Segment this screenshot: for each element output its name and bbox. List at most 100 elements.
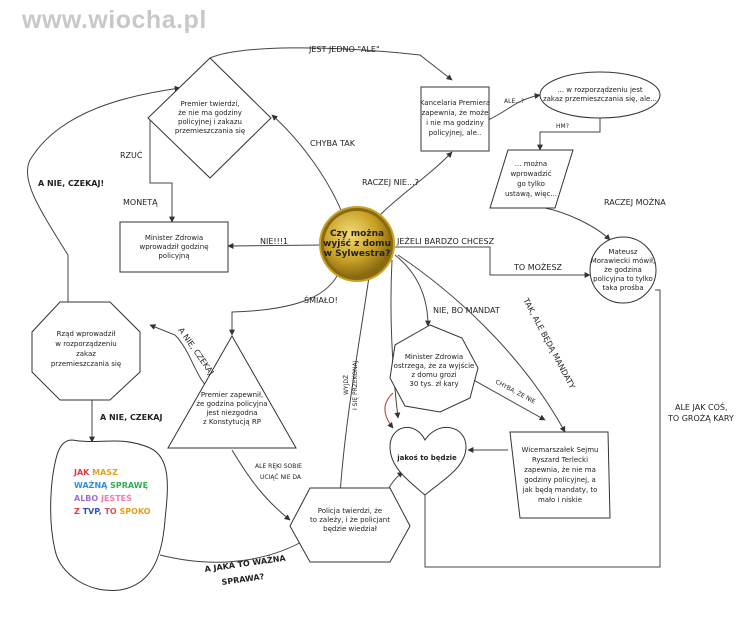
edge-center-to-minister (227, 242, 323, 249)
note-word: JESTEŚ (100, 492, 132, 503)
edge-center-to-mandat (394, 254, 431, 327)
text-line: taka prośba (602, 284, 643, 292)
edge-premier-to-kancelaria (209, 47, 453, 81)
text-line: ... można (515, 160, 547, 168)
text-line: zapewnia, że nie ma (524, 466, 596, 474)
heart-text: jakoś to będzie (396, 454, 457, 462)
note-line: Z TVP, TO SPOKO (74, 507, 151, 516)
label-jest-jedno-ale: JEST JEDNO "ALE" (308, 45, 380, 54)
label-ale-reki-1: ALE RĘKI SOBIE (255, 463, 302, 470)
label-smialo: ŚMIAŁO! (304, 294, 338, 305)
edge-rzad-to-premier (26, 85, 181, 305)
text-line: z domu grozi (411, 371, 456, 379)
edge-center-to-heart (390, 259, 401, 419)
edge-center-to-policja (337, 269, 371, 496)
text-line: że godzina (604, 266, 642, 274)
text-line: Premier twierdzi, (180, 100, 239, 108)
text-line: przemieszczania się (175, 127, 245, 135)
node-heart: jakoś to będzie (389, 426, 467, 496)
text-line: 30 tys. zł kary (409, 380, 458, 388)
text-line: policyjnej i zakazu (178, 118, 242, 126)
text-line: w Sylwestra? (324, 249, 391, 259)
edge-center-to-wicemarszalek (397, 254, 566, 433)
text-line: i nie ma godziny (426, 119, 484, 127)
label-raczej-mozna: RACZEJ MOŻNA (604, 197, 666, 207)
text-line: zapewnia, że może (422, 109, 489, 117)
note-line: WAŻNĄ SPRAWĘ (74, 480, 148, 490)
label-moneta: MONETĄ (123, 198, 158, 207)
node-note-blob: JAK MASZ WAŻNĄ SPRAWĘ ALBO JESTEŚ Z TVP, TO… (50, 439, 168, 592)
text-line: godziny policyjnej, a (524, 476, 596, 484)
text-line: mało i niskie (538, 496, 582, 504)
label-jezeli: JEŻELI BARDZO CHCESZ (396, 236, 495, 246)
label-a-jaka-2: SPRAWA? (221, 572, 265, 587)
edge-center-to-kancelaria (379, 151, 453, 216)
label-to-mozesz: TO MOŻESZ (513, 262, 563, 272)
edge-premier-to-minister (149, 118, 175, 223)
text-line: ... w rozporządzeniu jest (557, 86, 642, 94)
text-line: Kancelaria Premiera (420, 99, 490, 107)
note-word: Z (74, 507, 83, 516)
node-kancelaria-box: Kancelaria Premiera zapewnia, że może i ni… (420, 86, 490, 152)
note-line: ALBO JESTEŚ (74, 492, 132, 503)
edge-center-to-premier (271, 114, 346, 221)
label-a-jaka-1: A JAKA TO WAŻNA (204, 553, 287, 574)
label-tak-ale: TAK, ALE BĘDĄ MANDATY (521, 296, 577, 391)
text-line: Policja twierdzi, że (318, 507, 382, 515)
edge-oval-to-ustawa (537, 118, 601, 151)
note-word: TO (104, 507, 119, 516)
label-rzuc: RZUĆ (120, 149, 143, 160)
note-word: WAŻNĄ (74, 480, 110, 490)
text-line: wprowadzić (510, 170, 551, 178)
note-word: MASZ (92, 468, 118, 477)
text-line: Ryszard Terlecki (532, 456, 588, 464)
note-word: SPRAWĘ (110, 481, 148, 490)
text-line: że nie ma godziny (178, 109, 242, 117)
note-line: JAK MASZ (73, 468, 118, 477)
text-line: Premier zapewnił, (201, 391, 263, 399)
text-line: policyjną (158, 252, 189, 260)
text-line: będzie wiedział (323, 525, 377, 533)
text-line: go tylko (517, 180, 545, 188)
edge-kancelaria-to-oval (487, 93, 541, 121)
label-hm: HM? (556, 123, 569, 130)
note-word: JAK (73, 468, 92, 477)
kancelaria-box-text: Kancelaria Premiera zapewnia, że może i ni… (420, 99, 490, 137)
note-text: JAK MASZ WAŻNĄ SPRAWĘ ALBO JESTEŚ Z TVP, TO… (73, 468, 151, 516)
text-line: przemieszczania się (51, 360, 121, 368)
edge-triangle-to-policja (231, 449, 291, 521)
label-nie-bo-mandat: NIE, BO MANDAT (433, 306, 500, 315)
text-line: policyjna to tylko (593, 275, 653, 283)
label-a-nie-czekaj-3: A NIE, CZEKAJ (100, 413, 162, 422)
label-chyba-ze-nie: CHYBA, ŻE NIE (494, 379, 537, 406)
note-word: TVP, (83, 507, 105, 516)
edge-mandat-to-heart (384, 392, 394, 429)
text-line: policyjnej, ale.. (429, 129, 482, 137)
text-line: to zależy, i że policjant (310, 516, 390, 524)
label-ale-jak-cos-2: TO GROŻĄ KARY (667, 413, 734, 423)
edge-note-to-policja (159, 539, 306, 563)
label-raczej-nie: RACZEJ NIE...? (362, 178, 419, 187)
text-line: zakaz (76, 350, 96, 358)
edge-center-to-morawiecki (395, 246, 591, 278)
text-line: jest niezgodna (205, 409, 257, 417)
label-a-nie-czekaj-1: A NIE, CZEKAJ! (38, 179, 104, 188)
